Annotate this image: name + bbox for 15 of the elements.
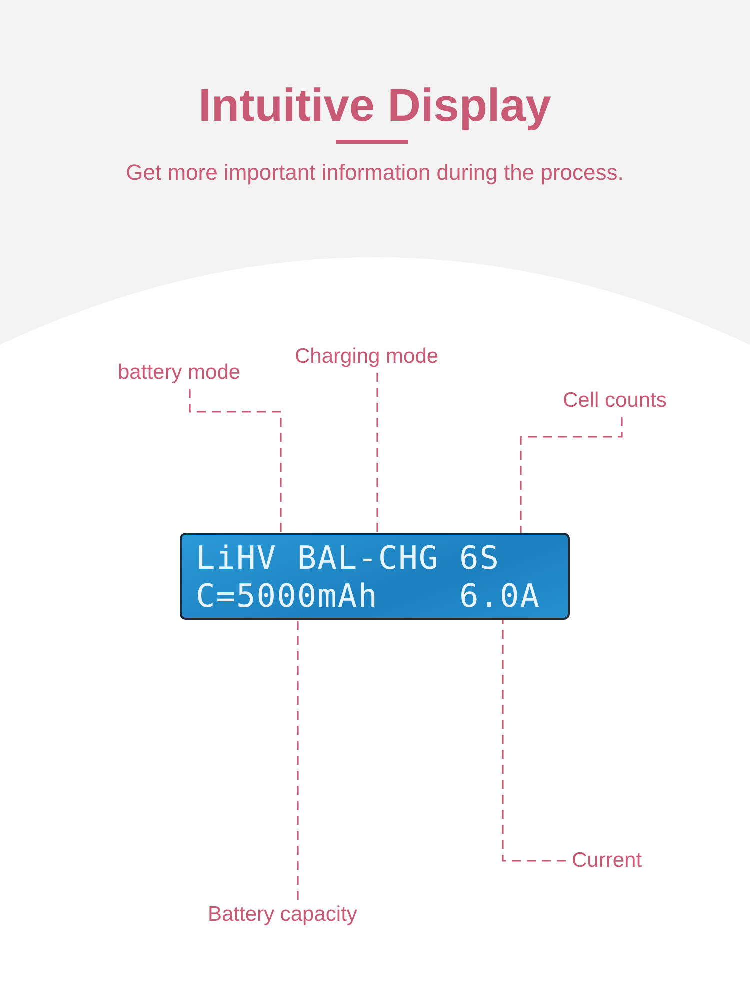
callout-label: Current bbox=[572, 849, 642, 873]
subtitle: Get more important information during the process. bbox=[125, 160, 625, 186]
callout-label: Charging mode bbox=[295, 345, 439, 369]
title: Intuitive Display bbox=[198, 78, 552, 132]
leader-line bbox=[376, 373, 378, 533]
callout-label: battery mode bbox=[118, 361, 241, 385]
lcd-screen bbox=[180, 533, 570, 620]
leader-line bbox=[520, 417, 623, 533]
lcd-text: C=5000mAh 6.0A bbox=[196, 576, 542, 614]
callout-label: Battery capacity bbox=[208, 903, 358, 927]
callout-label: Cell counts bbox=[563, 389, 667, 413]
leader-line bbox=[502, 620, 566, 862]
leader-line bbox=[189, 389, 282, 533]
leader-line bbox=[297, 620, 299, 900]
lcd-text: LiHV BAL-CHG 6S bbox=[196, 538, 501, 576]
